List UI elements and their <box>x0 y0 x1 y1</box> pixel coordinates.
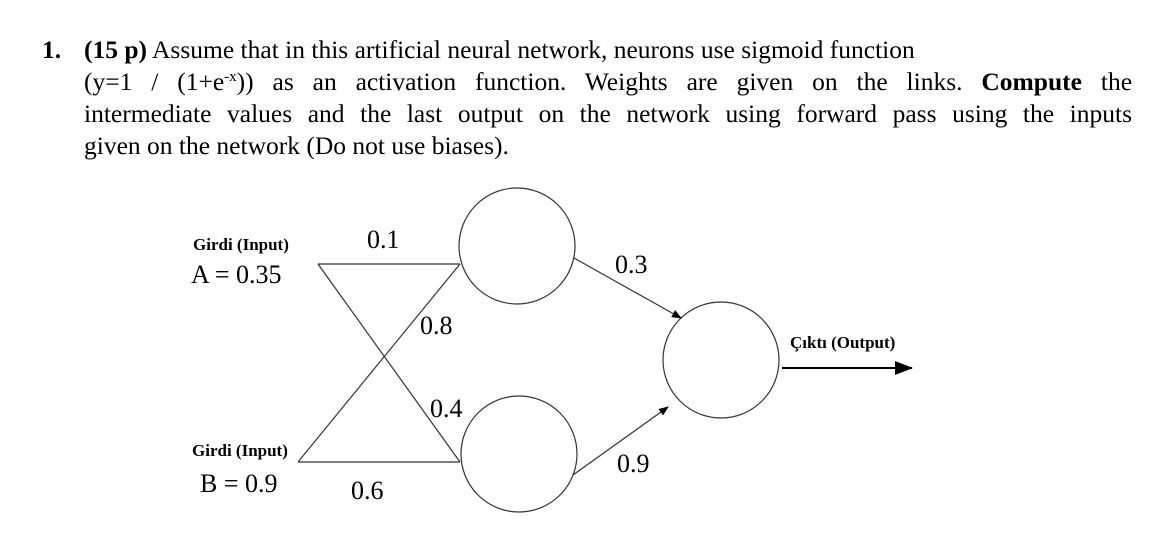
edge-h1-out <box>573 257 682 319</box>
question-points: (15 p) <box>84 35 148 64</box>
input-b-title: Girdi (Input) <box>192 441 288 460</box>
hidden-neuron-2 <box>460 395 578 513</box>
question-body: (15 p) Assume that in this artificial ne… <box>84 34 1132 162</box>
weight-a-h1: 0.1 <box>367 225 400 254</box>
question-number: 1. <box>42 35 62 64</box>
edge-b-h1 <box>297 263 461 463</box>
edge-h2-out <box>572 406 669 476</box>
weight-a-h2: 0.8 <box>420 311 453 340</box>
hidden-neuron-1 <box>458 187 576 305</box>
compute-keyword: Compute <box>981 67 1082 96</box>
input-b-value: B = 0.9 <box>200 469 278 498</box>
input-a-value: A = 0.35 <box>191 260 282 289</box>
output-title: Çıktı (Output) <box>790 333 895 352</box>
question-line-1: (15 p) Assume that in this artificial ne… <box>84 35 915 64</box>
weight-b-h1: 0.4 <box>430 394 463 423</box>
weight-h2-out: 0.9 <box>617 449 650 478</box>
weight-h1-out: 0.3 <box>615 250 648 279</box>
question-line-4: given on the network (Do not use biases)… <box>84 131 509 160</box>
input-a-title: Girdi (Input) <box>193 235 289 254</box>
output-neuron <box>662 301 780 419</box>
question-line-2: (y=1 / (1+e-x)) as an activation functio… <box>84 67 1133 96</box>
edge-a-h2 <box>317 263 461 463</box>
question-line-3: intermediate values and the last output … <box>84 99 1132 128</box>
weight-b-h2: 0.6 <box>351 476 384 505</box>
